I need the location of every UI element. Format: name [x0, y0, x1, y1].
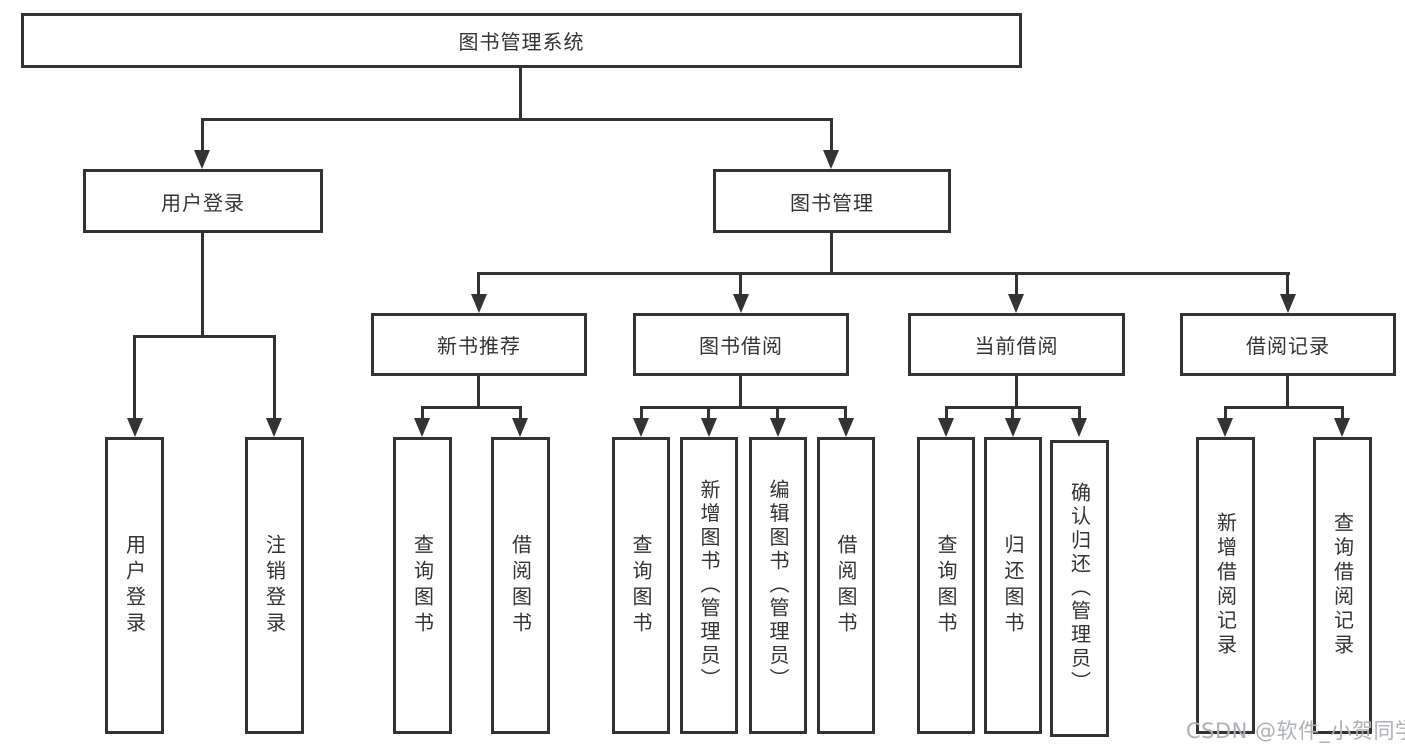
node-book-management: 图书管理 [713, 169, 951, 233]
leaf-user-login: 用户登录 [105, 437, 164, 734]
leaf-bb-query-books: 查询图书 [612, 437, 670, 734]
connector-root-stem [519, 68, 522, 118]
node-book-borrow-label: 图书借阅 [699, 334, 783, 358]
arrowhead-down [512, 418, 528, 437]
connector-group2-horizontal [640, 406, 847, 409]
arrowhead-down [1217, 418, 1233, 437]
leaf-cb-return-books: 归还图书 [984, 437, 1042, 734]
connector-leaf-stem [640, 406, 643, 419]
leaf-cb-query-books-label: 查询图书 [934, 533, 958, 638]
arrowhead-down [1280, 294, 1296, 313]
node-root-label: 图书管理系统 [458, 30, 585, 54]
arrowhead-down [938, 418, 954, 437]
arrowhead-down [701, 418, 717, 437]
leaf-cb-confirm-return: 确认归还（管理员） [1050, 440, 1109, 737]
node-current-borrow-label: 当前借阅 [974, 334, 1059, 358]
leaf-rec-borrow-books-label: 借阅图书 [508, 533, 533, 638]
arrowhead-down [471, 294, 487, 313]
leaf-cb-return-books-label: 归还图书 [1001, 533, 1025, 638]
arrowhead-down [1008, 294, 1024, 313]
connector-leaf-stem [1011, 406, 1014, 419]
leaf-bb-borrow-books-label: 借阅图书 [834, 533, 858, 638]
connector-user-login-down [201, 233, 204, 338]
node-user-login-label: 用户登录 [161, 190, 245, 215]
arrowhead-down [770, 418, 786, 437]
leaf-cb-confirm-return-label: 确认归还（管理员） [1067, 482, 1092, 695]
leaf-bb-borrow-books: 借阅图书 [817, 437, 875, 734]
node-current-borrow: 当前借阅 [908, 313, 1125, 376]
leaf-rec-query-books: 查询图书 [393, 437, 452, 734]
arrowhead-down [266, 418, 282, 437]
node-borrow-records-label: 借阅记录 [1246, 334, 1330, 358]
leaf-bb-edit-books: 编辑图书（管理员） [749, 437, 807, 734]
arrowhead-down [1071, 418, 1087, 437]
arrowhead-down [127, 418, 143, 437]
node-new-book-recommend: 新书推荐 [371, 313, 587, 376]
node-book-borrow: 图书借阅 [633, 313, 849, 376]
connector-leaf-stem [273, 335, 276, 418]
leaf-br-add-record-label: 新增借阅记录 [1213, 512, 1238, 659]
arrowhead-down [1005, 418, 1021, 437]
node-borrow-records: 借阅记录 [1180, 313, 1396, 376]
leaf-bb-edit-books-label: 编辑图书（管理员） [766, 479, 790, 692]
watermark-text: CSDN @软件_小贺同学 [1186, 719, 1405, 743]
connector-level2-horizontal [201, 118, 833, 121]
leaf-logout: 注销登录 [245, 437, 304, 734]
connector-group4-horizontal [1224, 406, 1344, 409]
connector-level3-stem [1015, 272, 1018, 296]
leaf-cb-query-books: 查询图书 [917, 437, 975, 734]
connector-user-login-horizontal [133, 335, 275, 338]
arrowhead-down [838, 418, 854, 437]
connector-group4-down [1286, 376, 1289, 408]
arrowhead-down [823, 150, 839, 169]
connector-level3-horizontal [478, 272, 1290, 275]
node-new-book-recommend-label: 新书推荐 [437, 334, 521, 358]
arrowhead-down [633, 418, 649, 437]
connector-level3-stem [1286, 272, 1289, 296]
connector-level3-stem [739, 272, 742, 296]
leaf-bb-add-books-label: 新增图书（管理员） [697, 479, 721, 692]
arrowhead-down [733, 294, 749, 313]
connector-leaf-stem [421, 406, 424, 419]
arrowhead-down [414, 418, 430, 437]
connector-leaf-stem [1224, 406, 1227, 419]
connector-leaf-stem [844, 406, 847, 419]
arrowhead-down [1334, 418, 1350, 437]
node-root: 图书管理系统 [21, 13, 1022, 68]
connector-group3-down [1015, 376, 1018, 408]
node-book-management-label: 图书管理 [790, 190, 874, 215]
node-user-login: 用户登录 [83, 169, 323, 233]
connector-leaf-stem [945, 406, 948, 419]
leaf-logout-label: 注销登录 [262, 533, 287, 638]
connector-book-mgmt-down [830, 233, 833, 274]
connector-group1-down [477, 376, 480, 408]
leaf-br-query-record-label: 查询借阅记录 [1330, 512, 1355, 659]
connector-leaf-stem [133, 335, 136, 418]
watermark: CSDN @软件_小贺同学 [1186, 715, 1405, 745]
arrowhead-down [194, 150, 210, 169]
connector-user-login-stem [201, 118, 204, 151]
leaf-bb-add-books: 新增图书（管理员） [680, 437, 738, 734]
connector-leaf-stem [1078, 406, 1081, 419]
connector-leaf-stem [707, 406, 710, 419]
leaf-br-add-record: 新增借阅记录 [1196, 437, 1255, 734]
leaf-bb-query-books-label: 查询图书 [629, 533, 653, 638]
leaf-rec-query-books-label: 查询图书 [410, 533, 435, 638]
connector-group1-horizontal [421, 406, 521, 409]
connector-level3-stem [477, 272, 480, 296]
connector-group2-down [739, 376, 742, 408]
connector-book-mgmt-stem [830, 118, 833, 151]
connector-leaf-stem [519, 406, 522, 419]
connector-leaf-stem [1341, 406, 1344, 419]
leaf-user-login-label: 用户登录 [122, 533, 147, 638]
connector-leaf-stem [776, 406, 779, 419]
leaf-br-query-record: 查询借阅记录 [1313, 437, 1372, 734]
leaf-rec-borrow-books: 借阅图书 [491, 437, 550, 734]
